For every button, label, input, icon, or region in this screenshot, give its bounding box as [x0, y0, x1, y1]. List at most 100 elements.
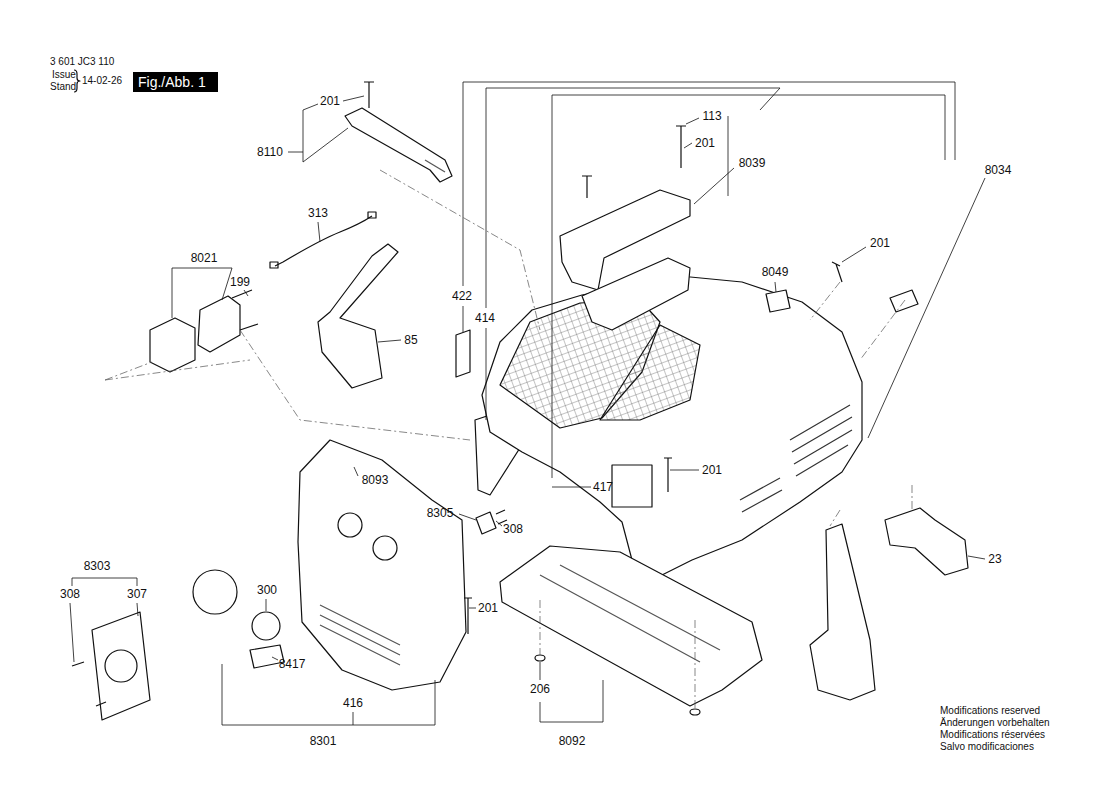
callout-number: 201	[702, 464, 722, 476]
leader-line	[775, 282, 776, 292]
callout-number: 8039	[739, 157, 766, 169]
note-text: Modifications reserved	[940, 706, 1040, 716]
leader-line	[463, 82, 955, 478]
callout-number: 414	[475, 312, 495, 324]
screw	[232, 290, 258, 330]
note-text: 14-02-26	[82, 76, 122, 86]
plate-ribs	[540, 565, 720, 662]
assembly-line	[830, 485, 912, 526]
leader-line	[72, 578, 137, 586]
leader-line	[552, 487, 591, 488]
callout-number: 422	[452, 290, 472, 302]
note-text: Salvo modificaciones	[940, 742, 1034, 752]
callout-number: 8301	[310, 735, 337, 747]
washer	[535, 655, 545, 661]
cable	[275, 216, 372, 266]
leader-line	[137, 603, 138, 616]
callout-number: 113	[702, 110, 721, 122]
assembly-line	[240, 330, 470, 440]
washer	[690, 709, 700, 715]
screw	[72, 662, 106, 706]
leader-line	[172, 268, 232, 318]
callout-number: 308	[503, 523, 523, 535]
callout-number: 201	[695, 137, 715, 149]
callout-number: 8305	[427, 507, 454, 519]
cable-guide	[318, 244, 398, 388]
hose-clip	[885, 508, 968, 575]
note-text: 3 601 JC3 110	[50, 57, 114, 67]
leader-line	[670, 470, 699, 471]
callout-number: 8021	[191, 252, 218, 264]
socket-hole	[105, 650, 137, 682]
housing-grid	[600, 325, 700, 420]
callout-number: 308	[60, 588, 80, 600]
cord-hook	[810, 524, 875, 700]
panel-socket	[373, 536, 397, 560]
leader-line	[244, 290, 248, 296]
panel-ribs	[320, 605, 400, 665]
callout-number: 201	[320, 95, 340, 107]
leader-line	[540, 662, 541, 680]
leader-line	[378, 340, 401, 342]
note-text: Stand	[50, 82, 76, 92]
callout-number: 313	[308, 207, 328, 219]
callout-number: 206	[530, 683, 550, 695]
leader-line	[459, 514, 476, 520]
note-text: Issue	[52, 70, 76, 80]
handle-base	[582, 258, 690, 330]
leader-line	[288, 104, 348, 162]
screw	[582, 176, 592, 198]
panel-socket	[338, 513, 362, 537]
leader-line	[842, 247, 866, 262]
assembly-line	[540, 600, 695, 708]
leader-line	[496, 521, 502, 526]
leader-line	[354, 467, 358, 476]
note-text: Modifications réservées	[940, 730, 1045, 740]
knob	[193, 570, 237, 614]
side-handle-grip	[425, 160, 445, 172]
clip	[476, 512, 496, 534]
leader-line	[343, 96, 364, 101]
callout-number: 199	[230, 276, 250, 288]
bottom-plate	[500, 546, 762, 706]
assembly-line	[380, 170, 540, 330]
figure-tag: Fig./Abb. 1	[133, 72, 218, 92]
callout-number: 201	[870, 237, 890, 249]
housing	[482, 276, 862, 580]
callout-number: 8303	[84, 560, 111, 572]
screw	[832, 262, 842, 282]
leader-line	[694, 116, 734, 204]
leader-line	[318, 222, 320, 242]
knob	[252, 612, 280, 640]
callout-number: 8092	[559, 735, 586, 747]
screw	[676, 126, 686, 168]
leader-line	[70, 603, 74, 662]
leader-line	[968, 556, 985, 559]
assembly-line	[105, 360, 250, 380]
callout-number: 307	[127, 588, 147, 600]
callout-number: 201	[478, 602, 498, 614]
figure-label: Fig./Abb. 1	[138, 75, 213, 89]
leader-line	[222, 664, 435, 725]
leader-line	[686, 118, 699, 124]
screw	[364, 82, 374, 108]
cable-terminal	[270, 262, 278, 268]
screw	[464, 598, 472, 634]
callout-number: 8049	[762, 266, 789, 278]
housing-label-area	[612, 465, 652, 507]
callout-number: 300	[257, 584, 277, 596]
side-handle	[345, 108, 452, 182]
note-text: Änderungen vorbehalten	[940, 718, 1050, 728]
callout-number: 417	[593, 481, 613, 493]
leader-line	[684, 143, 692, 148]
callout-number: 8110	[257, 146, 283, 158]
plate	[766, 290, 790, 312]
callout-number: 8417	[279, 658, 306, 670]
callout-number: 416	[343, 697, 363, 709]
switch	[150, 318, 195, 372]
callout-number: 85	[404, 334, 417, 346]
label-sheet	[456, 330, 470, 377]
